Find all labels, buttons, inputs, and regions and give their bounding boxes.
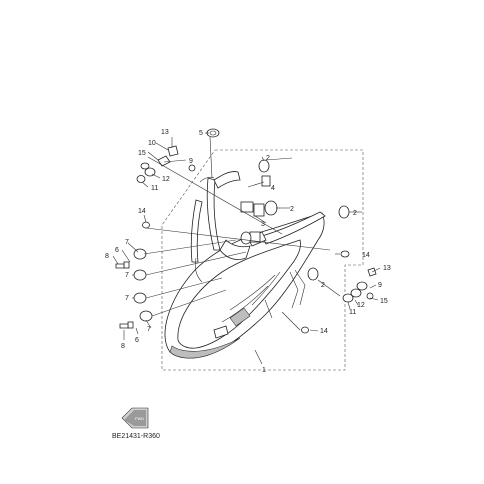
callout-7: 7 (125, 272, 129, 279)
callout-6: 6 (135, 337, 139, 344)
callout-2: 2 (353, 210, 357, 217)
callout-15: 15 (138, 150, 146, 157)
right-fastener-set (188, 164, 377, 334)
grommet (338, 205, 350, 219)
callout-7: 7 (125, 239, 129, 246)
assembly-boundary (161, 149, 364, 371)
callout-11: 11 (349, 309, 356, 316)
screw-part-4 (261, 175, 271, 187)
callout-14: 14 (362, 252, 370, 259)
callout-9: 9 (189, 158, 193, 165)
bulb-socket-lead (190, 171, 267, 283)
callout-3: 3 (261, 221, 265, 228)
callout-10: 10 (148, 140, 156, 147)
callout-9: 9 (378, 282, 382, 289)
callout-13: 13 (161, 129, 169, 136)
callout-7: 7 (125, 295, 129, 302)
headlight-housing (164, 211, 326, 359)
callout-2: 2 (321, 282, 325, 289)
callout-4: 4 (271, 185, 275, 192)
bulb-socket (253, 203, 265, 217)
callout-12: 12 (357, 302, 365, 309)
grommet (307, 267, 319, 281)
callout-12: 12 (162, 176, 170, 183)
grommet (264, 200, 278, 216)
connector (240, 201, 254, 213)
callout-1: 1 (262, 367, 266, 374)
left-fastener-set (115, 221, 153, 329)
callout-14: 14 (138, 208, 146, 215)
callout-numbers: 13 10 15 9 12 11 5 2 2 2 2 4 3 14 7 6 8 … (105, 129, 391, 374)
callout-8: 8 (121, 343, 125, 350)
callout-11: 11 (151, 185, 158, 192)
callout-7: 7 (147, 326, 151, 333)
grommet (240, 231, 252, 245)
callout-14: 14 (320, 328, 328, 335)
diagram-code: BE21431-R360 (112, 433, 160, 440)
fwd-arrow-icon: FWD (121, 407, 149, 429)
callout-2: 2 (290, 206, 294, 213)
callout-15: 15 (380, 298, 388, 305)
callout-6: 6 (115, 247, 119, 254)
callout-13: 13 (383, 265, 391, 272)
upper-left-fastener-set (136, 145, 179, 183)
callout-8: 8 (105, 253, 109, 260)
callout-2: 2 (266, 155, 270, 162)
grommet (258, 159, 270, 173)
leader-lines (112, 132, 381, 365)
callout-5: 5 (199, 130, 203, 137)
fwd-label: FWD (135, 416, 144, 421)
